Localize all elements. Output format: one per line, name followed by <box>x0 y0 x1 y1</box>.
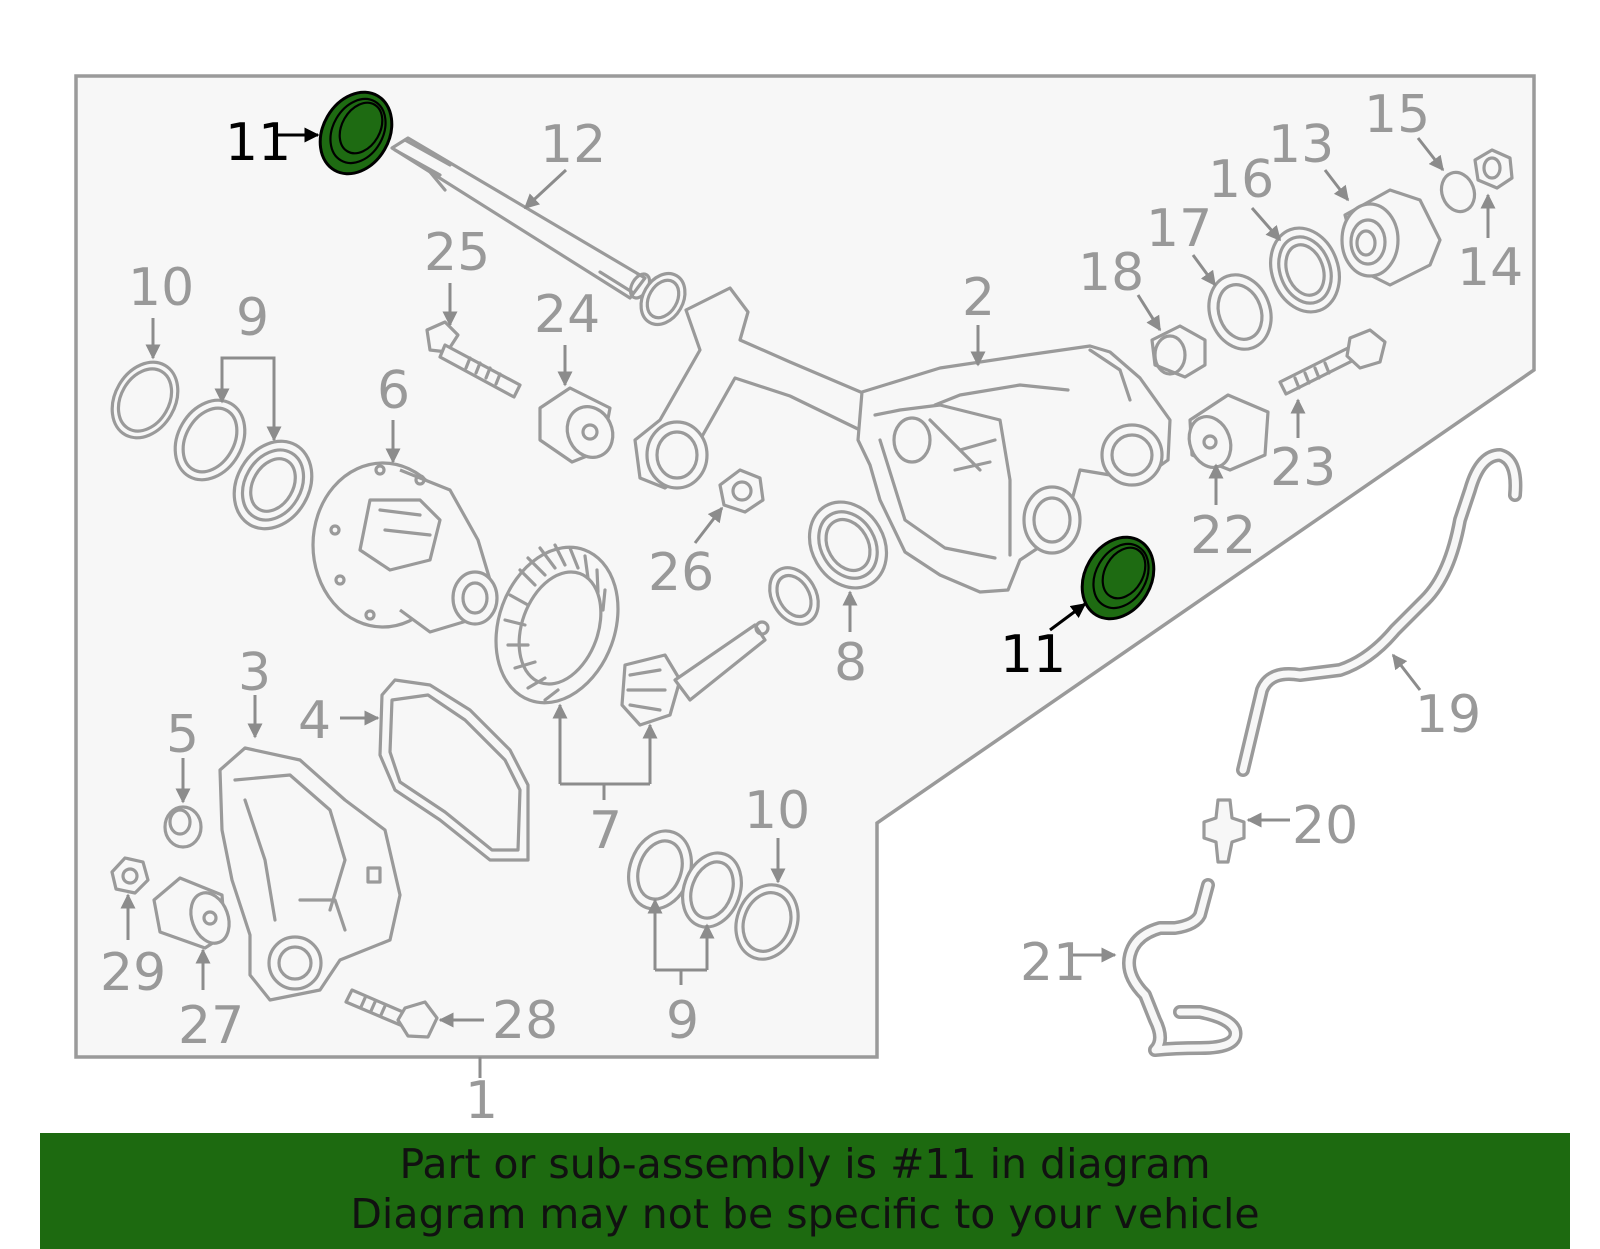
callout-9-upper: 9 <box>236 288 269 348</box>
seal-part-16 <box>1269 226 1341 314</box>
nut-part-14 <box>1473 148 1514 190</box>
bolt-part-28 <box>344 988 439 1039</box>
bushing-part-18 <box>1150 324 1207 379</box>
seal-part-8 <box>807 500 889 590</box>
callout-17: 17 <box>1146 199 1212 259</box>
callout-12: 12 <box>540 115 606 175</box>
nut-part-29 <box>110 856 150 895</box>
callout-10-lower: 10 <box>744 781 810 841</box>
callout-16: 16 <box>1208 150 1274 210</box>
vent-tube-part-21 <box>1122 878 1243 1057</box>
callout-27: 27 <box>178 996 244 1056</box>
callout-20: 20 <box>1292 796 1358 856</box>
callout-14: 14 <box>1457 238 1523 298</box>
callout-2: 2 <box>962 268 995 328</box>
gasket-part-4 <box>378 678 530 862</box>
pinion-gear-part <box>620 620 770 727</box>
highlighted-seal-part-11-upper <box>318 90 394 176</box>
ring-gear-part <box>494 543 620 705</box>
washer-part-15 <box>1439 170 1477 214</box>
callout-10-upper: 10 <box>128 258 194 318</box>
bearing-part-9-lower <box>627 829 743 929</box>
bushing-part-27 <box>152 876 231 950</box>
callout-29: 29 <box>100 943 166 1003</box>
callout-15: 15 <box>1364 85 1430 145</box>
o-ring-part <box>639 271 687 327</box>
callout-5: 5 <box>166 705 199 765</box>
highlighted-seal-part-11-lower <box>1080 535 1156 621</box>
callout-26: 26 <box>648 543 714 603</box>
callout-28: 28 <box>492 991 558 1051</box>
callout-24: 24 <box>534 285 600 345</box>
bolt-part-25 <box>425 320 522 399</box>
bushing-part-22 <box>1187 393 1270 472</box>
notice-banner: Part or sub-assembly is #11 in diagram D… <box>40 1133 1570 1249</box>
banner-line-1: Part or sub-assembly is #11 in diagram <box>399 1140 1211 1188</box>
carrier-housing-part <box>633 286 1172 594</box>
plug-part-5 <box>163 805 203 849</box>
callout-11-upper: 11 <box>225 113 291 173</box>
nut-part-26 <box>718 468 765 514</box>
callout-19: 19 <box>1415 685 1481 745</box>
callout-1: 1 <box>465 1071 498 1131</box>
banner-line-2: Diagram may not be specific to your vehi… <box>350 1190 1260 1238</box>
callout-22: 22 <box>1190 506 1256 566</box>
bearing-part-9-upper <box>173 398 314 531</box>
cover-part-3 <box>218 746 402 1002</box>
callout-18: 18 <box>1078 243 1144 303</box>
callout-3: 3 <box>238 643 271 703</box>
o-ring-part-small <box>768 566 820 626</box>
callout-21: 21 <box>1020 933 1086 993</box>
bolt-part-23 <box>1278 328 1387 396</box>
fitting-part-20 <box>1202 798 1246 864</box>
flange-part-13 <box>1340 188 1442 287</box>
differential-case-part <box>311 461 499 634</box>
axle-shaft-part <box>390 136 652 300</box>
callout-labels: 1 2 3 4 5 6 7 8 9 9 10 10 11 11 12 13 14… <box>100 85 1523 1131</box>
callout-13: 13 <box>1268 115 1334 175</box>
leader-lines <box>120 127 1496 1028</box>
callout-11-lower: 11 <box>1000 625 1066 685</box>
callout-25: 25 <box>424 223 490 283</box>
callout-4: 4 <box>298 691 331 751</box>
bushing-part-24 <box>538 386 615 464</box>
callout-23: 23 <box>1270 438 1336 498</box>
callout-6: 6 <box>377 361 410 421</box>
callout-7: 7 <box>589 801 622 861</box>
callout-9-lower: 9 <box>666 991 699 1051</box>
bearing-part-17 <box>1207 273 1273 351</box>
callout-8: 8 <box>834 633 867 693</box>
